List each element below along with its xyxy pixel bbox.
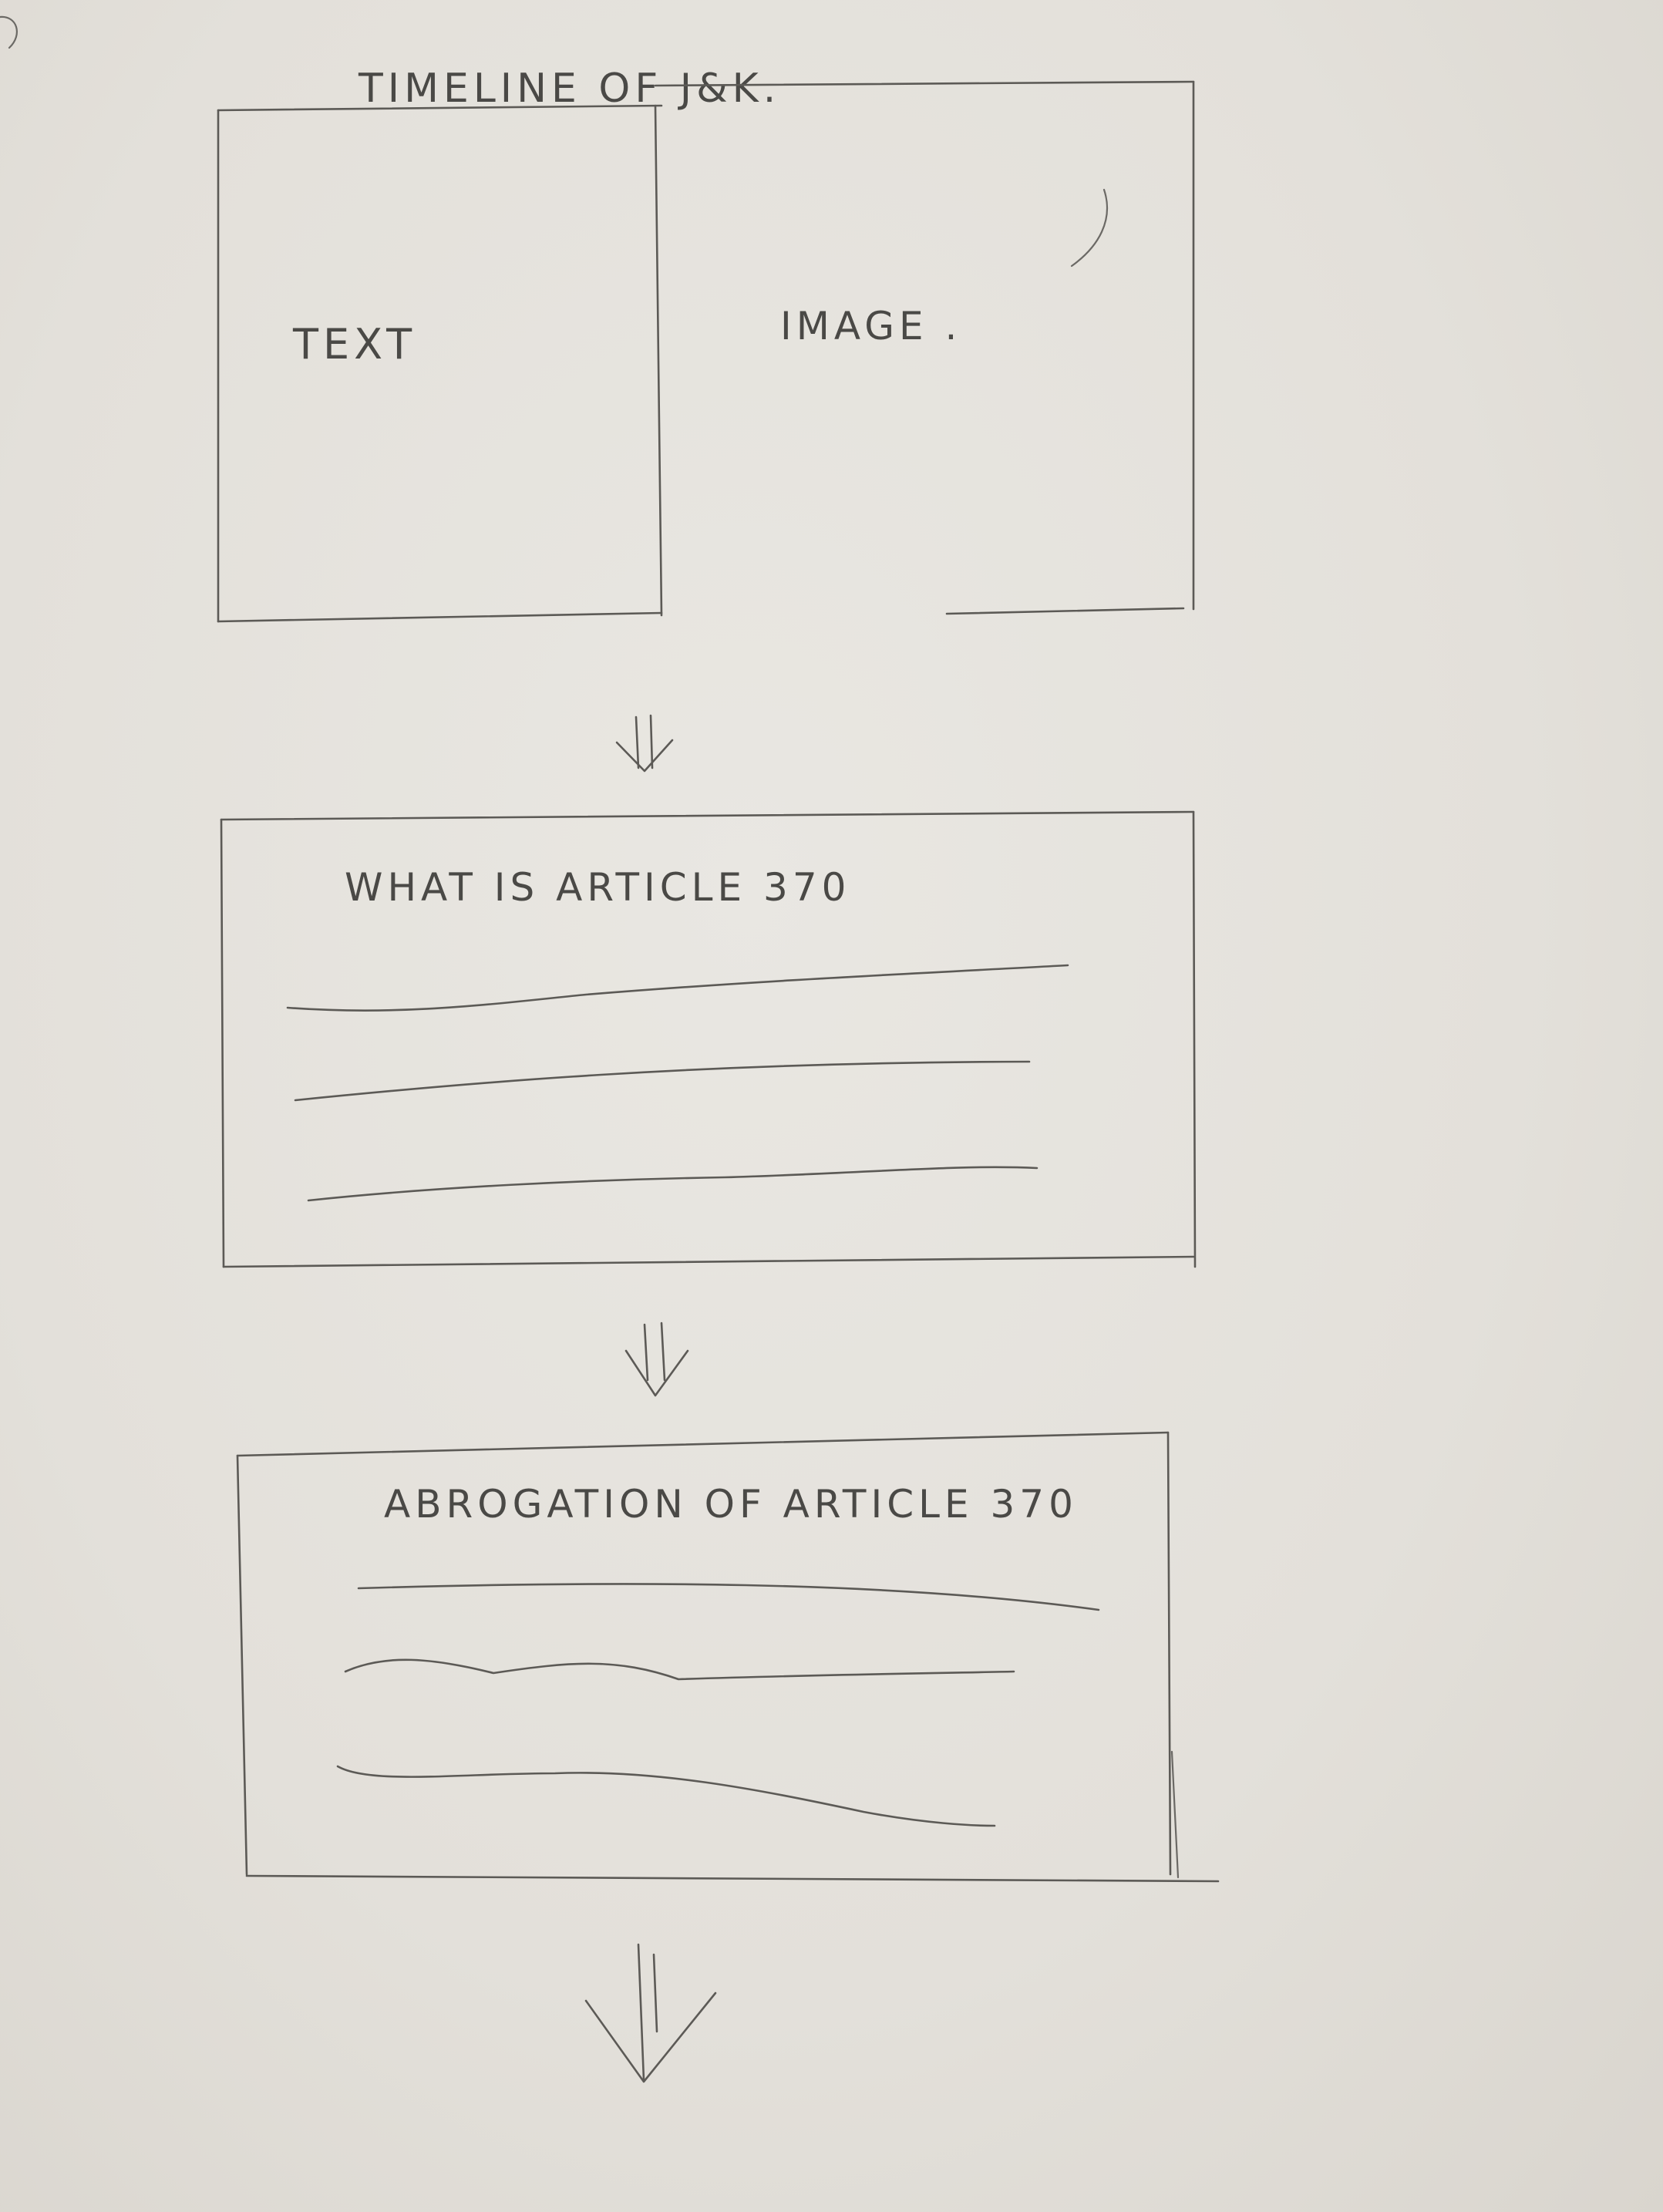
content-line [357,1583,1100,1611]
article-370-heading: WHAT IS ARTICLE 370 [345,865,850,910]
content-line [336,1765,996,1827]
hero-panel-top-right [654,80,1195,87]
content-line [307,1166,1039,1202]
article-370-panel-bottom [222,1255,1195,1268]
article-370-panel-left [220,818,225,1268]
hero-panel-top-left [217,104,663,112]
content-line [344,1658,1015,1681]
content-line [294,1060,1031,1102]
text-placeholder-label: TEXT [292,320,416,369]
hero-panel-bottom-left [217,611,663,623]
double-down-arrow-icon [584,1943,717,2083]
abrogation-heading: ABROGATION OF ARTICLE 370 [384,1482,1078,1527]
double-down-arrow-icon [624,1321,689,1397]
stray-stroke [1070,188,1108,268]
abrogation-panel-left [236,1454,248,1876]
hero-panel: TEXT IMAGE . [217,80,1195,623]
abrogation-panel-right [1166,1431,1172,1876]
abrogation-panel-bottom [245,1874,1220,1883]
content-line [286,964,1069,1012]
abrogation-panel: ABROGATION OF ARTICLE 370 [236,1431,1220,1883]
article-370-panel-top [220,810,1195,821]
double-down-arrow-icon [615,714,674,773]
abrogation-panel-right-retrace [1170,1750,1180,1879]
sketch-title: TIMELINE OF J&K. [358,66,780,112]
image-placeholder-label: IMAGE . [780,304,961,348]
abrogation-panel-top [236,1431,1170,1457]
hero-panel-bottom-right [945,607,1185,615]
article-370-panel: WHAT IS ARTICLE 370 [220,810,1197,1268]
hero-panel-divider [654,104,663,617]
article-370-panel-right [1192,810,1197,1268]
corner-mark [0,15,18,49]
